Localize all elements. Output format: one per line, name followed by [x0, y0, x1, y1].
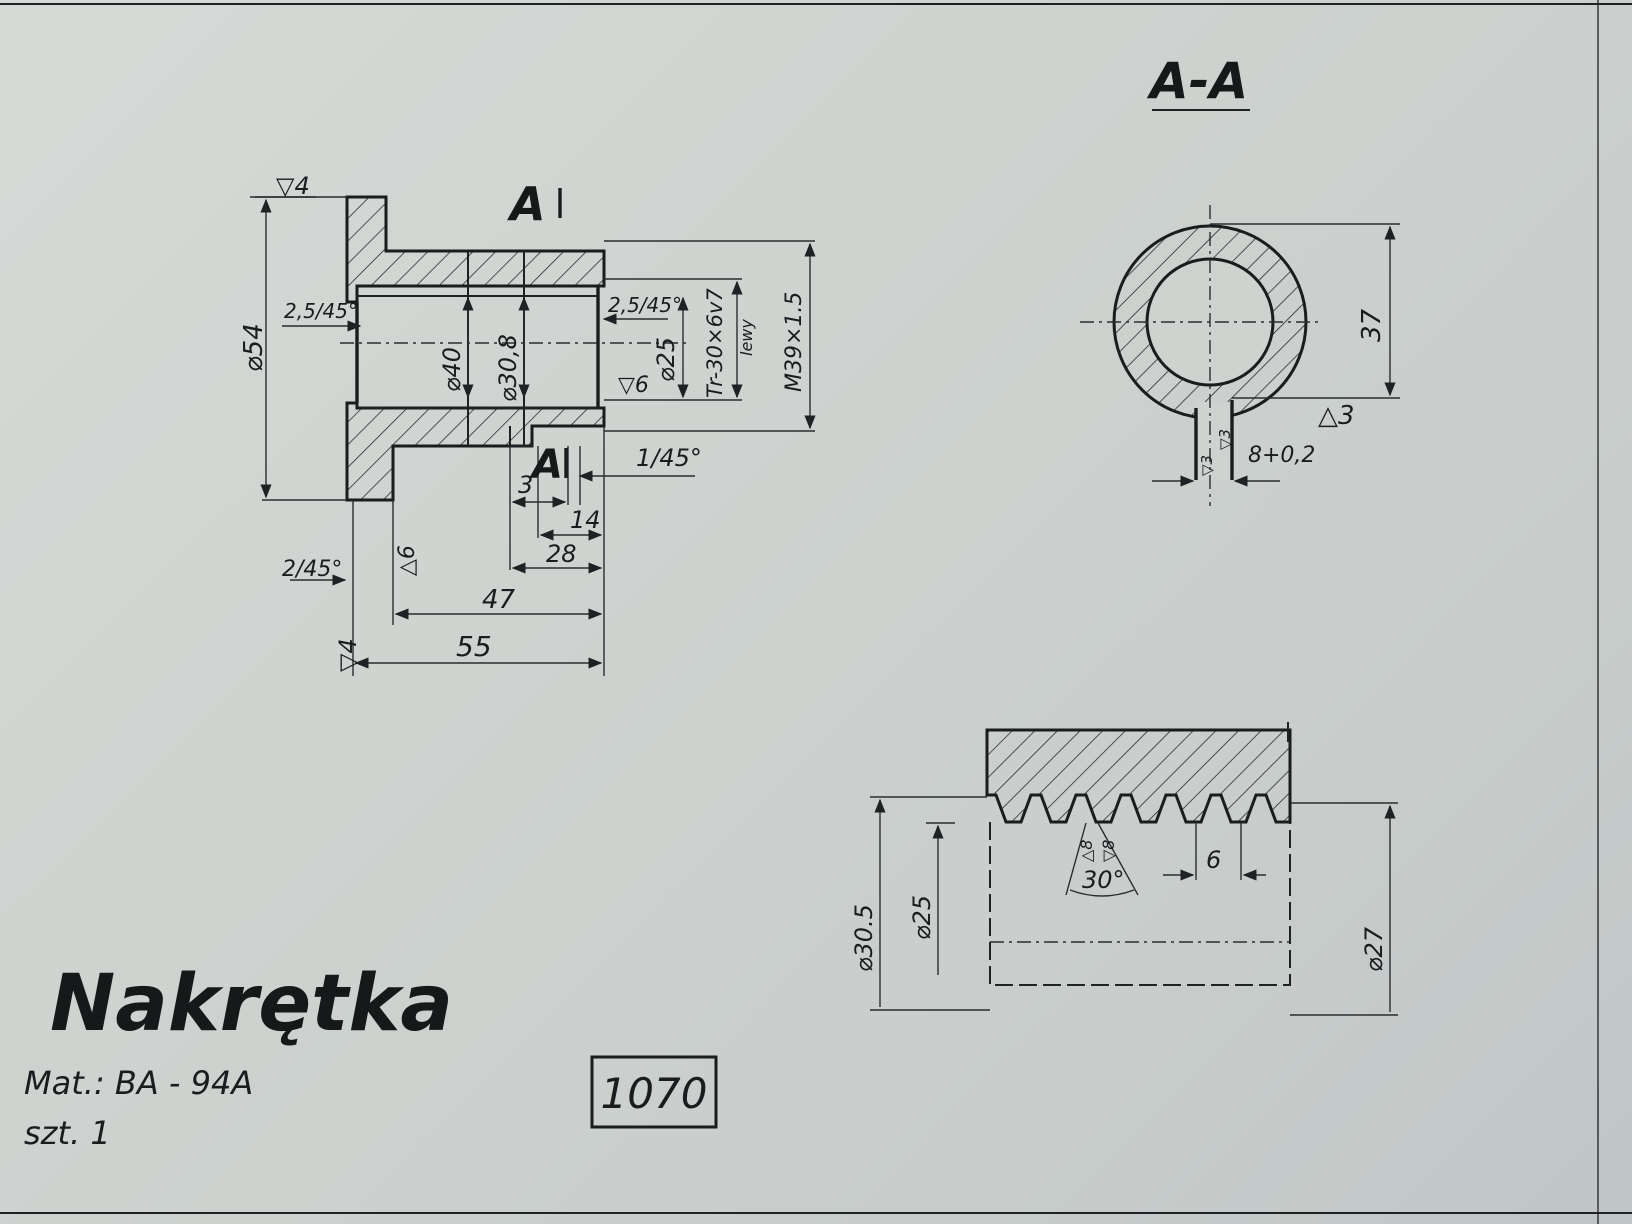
thread-dia25-label: ⌀25 [908, 895, 936, 940]
pitch-extensions [1195, 822, 1242, 880]
dim3-label: 3 [518, 471, 533, 499]
dia27-extensions [1290, 802, 1398, 1016]
key-slot [1196, 402, 1232, 480]
lower-wall-section [345, 401, 606, 502]
thread-roughness-a: △8 [1077, 840, 1096, 862]
m39-extensions [604, 240, 815, 432]
thread-detail [870, 722, 1398, 1016]
dia54-label: ⌀54 [239, 323, 269, 372]
dia30-5-extensions [870, 796, 990, 1011]
thread-dia27-label: ⌀27 [1360, 926, 1388, 972]
slot-roughness-2: ▽3 [1216, 429, 1234, 450]
dim14-label: 14 [570, 506, 601, 534]
thread-dia30-5-label: ⌀30.5 [850, 904, 878, 972]
slot-width-label: 8+0,2 [1248, 443, 1315, 468]
material-label: Mat.: BA - 94A [24, 1064, 253, 1102]
angle-arc [1069, 889, 1135, 897]
upper-wall-section [345, 195, 606, 304]
nut-outline [989, 822, 1291, 986]
chamfer-base-label: 2/45° [282, 557, 342, 582]
roughness-bore: ▽6 [618, 373, 649, 398]
roughness-bottom: ▽4 [334, 638, 362, 672]
chamfer-small-label: 1/45° [636, 444, 702, 472]
angle-lines [1065, 822, 1139, 896]
roughness-face: △6 [395, 545, 420, 576]
main-view [250, 195, 816, 676]
quantity-label: szt. 1 [24, 1114, 111, 1152]
dim37-label: 37 [1357, 308, 1387, 342]
chamfer-left-label: 2,5/45° [284, 299, 358, 323]
thread-pitch-label: 6 [1206, 846, 1221, 874]
drawing-number: 1070 [601, 1069, 708, 1118]
key-slot-edges [1194, 400, 1234, 480]
dia25-label: ⌀25 [652, 337, 680, 382]
tr30-extensions [604, 278, 742, 401]
view-label-lower: A [529, 442, 563, 488]
thread-angle-label: 30° [1082, 866, 1125, 894]
drawing-title: Nakrętka [50, 959, 453, 1049]
dia40-label: ⌀40 [438, 347, 466, 392]
thread-inner-note: lewy [737, 319, 756, 356]
roughness-top: ▽4 [276, 172, 310, 200]
bore-lines [357, 295, 598, 409]
thread-outer-label: M39×1.5 [782, 292, 807, 392]
section-a-a [1080, 109, 1400, 506]
chamfer-right-label: 2,5/45° [608, 293, 682, 317]
dim28-label: 28 [546, 540, 577, 568]
drawing-number-box [590, 1055, 718, 1129]
roughness-slot: △3 [1318, 401, 1355, 431]
thread-roughness-b: ▽8 [1099, 840, 1118, 862]
view-label-upper: A [507, 177, 546, 231]
bottom-extensions [352, 426, 605, 676]
dim37-extensions [1210, 223, 1400, 399]
slot-roughness-1: ▽3 [1198, 455, 1216, 476]
dim55-label: 55 [456, 630, 492, 663]
dia30-8-label: ⌀30,8 [494, 334, 522, 402]
thread-inner-label: Tr-30×6v7 [703, 288, 727, 398]
dim47-label: 47 [482, 585, 516, 615]
thread-profile-section [985, 728, 1292, 824]
section-label: A-A [1146, 52, 1248, 110]
